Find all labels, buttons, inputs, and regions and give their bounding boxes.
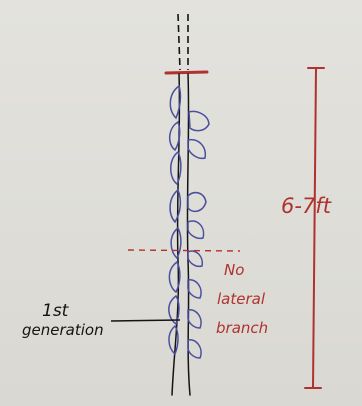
lateral-branch-boundary-line <box>128 250 240 251</box>
leaf-right-3 <box>188 193 206 212</box>
no-lateral-label-line1: No <box>224 261 244 279</box>
leaf-right-8 <box>188 340 201 358</box>
leaf-right-2 <box>188 140 205 159</box>
stem-continuation-dashed <box>178 14 188 70</box>
no-lateral-label-line3: branch <box>216 319 268 337</box>
leaf-left-3 <box>171 152 181 184</box>
leaf-left-8 <box>169 326 178 354</box>
leaf-left-5 <box>171 228 181 258</box>
leaf-right-7 <box>188 310 201 328</box>
leaf-right-6 <box>188 280 201 298</box>
leaf-left-4 <box>170 190 180 222</box>
height-measure-bar <box>305 68 324 388</box>
leaf-right-1 <box>189 112 209 131</box>
height-label: 6-7ft <box>281 194 332 218</box>
leaf-right-5 <box>188 251 202 266</box>
generation-label-line2: generation <box>22 321 104 339</box>
generation-pointer-line <box>111 320 180 321</box>
leaf-right-4 <box>188 221 204 238</box>
top-cut-line <box>166 72 207 73</box>
generation-label-line1: 1st <box>42 301 70 321</box>
no-lateral-label-line2: lateral <box>217 290 266 308</box>
